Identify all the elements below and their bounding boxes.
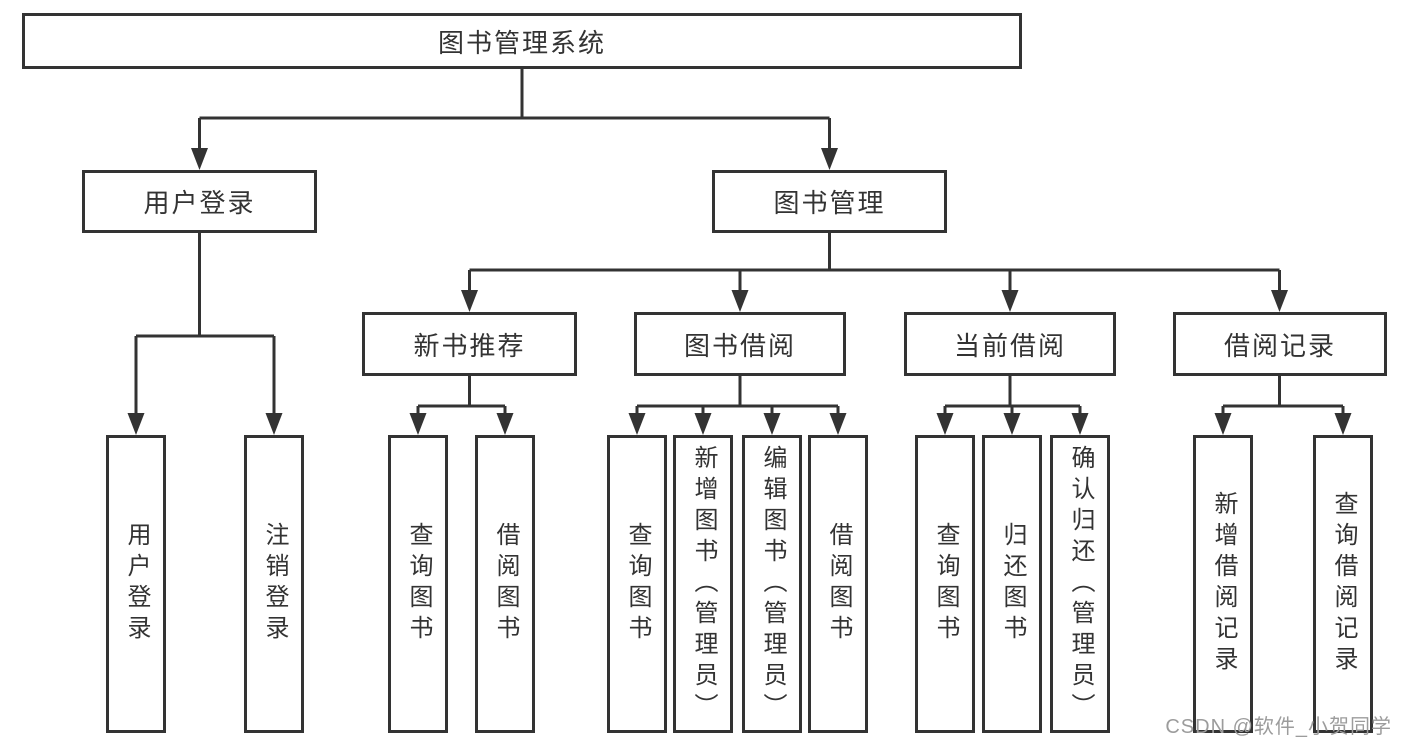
connector-line (1221, 376, 1345, 415)
node-label: 图书借阅 (683, 330, 796, 361)
node-label: 用户登录 (143, 188, 256, 218)
connector-line (943, 376, 1082, 415)
node-label: 注销登录 (261, 522, 288, 646)
leaf-query-books-recommend: 查询图书 (388, 435, 448, 733)
node-label: 借阅图书 (492, 522, 519, 646)
connector-book-management-to-level3 (461, 233, 1288, 312)
connector-borrow-records-to-leaves (1214, 376, 1352, 435)
connector-line (134, 233, 276, 415)
leaf-borrow-books-recommend: 借阅图书 (475, 435, 535, 733)
arrowhead-down (694, 413, 712, 435)
leaf-user-login: 用户登录 (106, 435, 166, 733)
arrowhead-down (1271, 290, 1288, 312)
node-label: 新增借阅记录 (1210, 491, 1237, 677)
connector-current-borrow-to-leaves (936, 376, 1089, 435)
connector-book-borrow-to-leaves (628, 376, 847, 435)
arrowhead-down (628, 413, 646, 435)
node-label: 当前借阅 (953, 330, 1066, 361)
node-label: 用户登录 (123, 522, 150, 646)
leaf-query-borrow-record: 查询借阅记录 (1313, 435, 1373, 733)
node-borrow-records: 借阅记录 (1173, 312, 1387, 376)
node-new-book-recommend: 新书推荐 (362, 312, 577, 376)
arrowhead-down (763, 413, 781, 435)
arrowhead-down (1003, 413, 1021, 435)
arrowhead-down (731, 290, 749, 312)
leaf-add-borrow-record: 新增借阅记录 (1193, 435, 1253, 733)
node-user-login: 用户登录 (82, 170, 317, 233)
node-root-system: 图书管理系统 (22, 13, 1022, 69)
leaf-logout: 注销登录 (244, 435, 304, 733)
leaf-query-books-borrow: 查询图书 (607, 435, 667, 733)
node-label: 确认归还（管理员） (1067, 444, 1094, 724)
node-label: 查询图书 (932, 522, 959, 646)
node-label: 图书管理系统 (437, 27, 606, 58)
leaf-add-book-admin: 新增图书（管理员） (673, 435, 733, 733)
connector-line (198, 69, 831, 150)
leaf-confirm-return-admin: 确认归还（管理员） (1050, 435, 1110, 733)
node-label: 借阅图书 (825, 522, 852, 646)
node-book-borrow: 图书借阅 (634, 312, 846, 376)
node-book-management: 图书管理 (712, 170, 947, 233)
node-label: 查询图书 (624, 522, 651, 646)
arrowhead-down (127, 413, 145, 435)
arrowhead-down (936, 413, 954, 435)
csdn-watermark: CSDN @软件_小贺同学 (1165, 716, 1392, 738)
node-label: 新书推荐 (413, 330, 526, 361)
leaf-return-book: 归还图书 (982, 435, 1042, 733)
node-label: 归还图书 (999, 522, 1026, 646)
arrowhead-down (409, 413, 427, 435)
node-label: 新增图书（管理员） (690, 444, 717, 724)
connector-new-book-recommend-to-leaves (409, 376, 514, 435)
connector-line (635, 376, 840, 415)
connector-user-login-to-leaves (127, 233, 283, 435)
arrowhead-down (265, 413, 283, 435)
leaf-borrow-books: 借阅图书 (808, 435, 868, 733)
node-current-borrow: 当前借阅 (904, 312, 1116, 376)
node-label: 查询借阅记录 (1330, 491, 1357, 677)
arrowhead-down (191, 148, 208, 170)
node-label: 编辑图书（管理员） (759, 444, 786, 724)
node-label: 查询图书 (405, 522, 432, 646)
arrowhead-down (461, 290, 478, 312)
node-label: 借阅记录 (1223, 330, 1336, 361)
connector-line (468, 233, 1281, 292)
connector-root-to-level2 (191, 69, 838, 170)
arrowhead-down (829, 413, 847, 435)
leaf-edit-book-admin: 编辑图书（管理员） (742, 435, 802, 733)
arrowhead-down (1214, 413, 1232, 435)
arrowhead-down (496, 413, 514, 435)
arrowhead-down (1071, 413, 1089, 435)
arrowhead-down (821, 148, 838, 170)
arrowhead-down (1001, 290, 1019, 312)
leaf-query-books-current: 查询图书 (915, 435, 975, 733)
node-label: 图书管理 (773, 188, 886, 218)
arrowhead-down (1334, 413, 1352, 435)
connector-line (416, 376, 507, 415)
